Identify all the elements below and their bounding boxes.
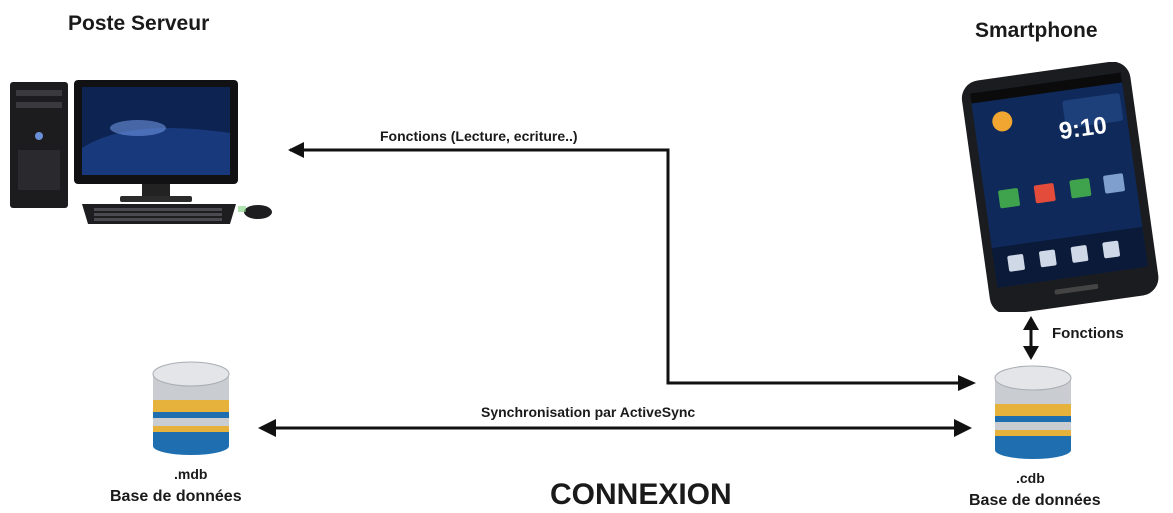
- connexion-title: CONNEXION: [550, 478, 732, 511]
- smartphone-title: Smartphone: [975, 19, 1098, 42]
- server-database-icon: [152, 361, 230, 455]
- server-db-label: Base de données: [110, 488, 242, 505]
- sync-label: Synchronisation par ActiveSync: [481, 404, 696, 420]
- functions-arrow: [288, 142, 972, 385]
- functions-label: Fonctions: [1052, 325, 1124, 342]
- server-db-ext: .mdb: [174, 466, 208, 482]
- phone-database-icon: [994, 365, 1072, 459]
- server-title: Poste Serveur: [68, 12, 210, 35]
- desktop-computer-icon: [10, 80, 272, 224]
- smartphone-icon: [961, 62, 1159, 312]
- phone-db-ext: .cdb: [1016, 470, 1045, 486]
- phone-db-label: Base de données: [969, 492, 1101, 509]
- functions-rw-label: Fonctions (Lecture, ecriture..): [380, 128, 578, 144]
